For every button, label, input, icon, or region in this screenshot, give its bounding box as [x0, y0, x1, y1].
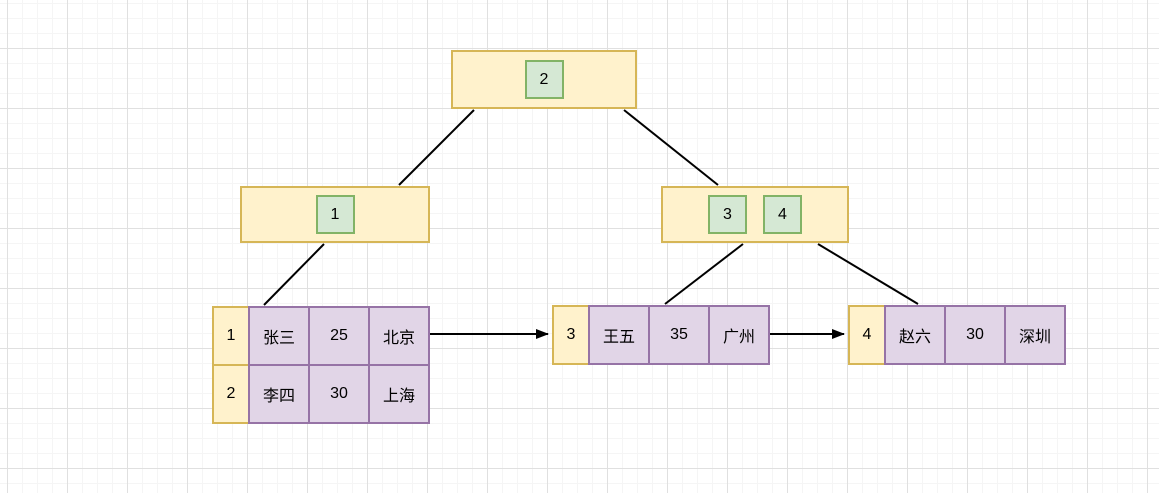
- leaf-cell-id[interactable]: 4: [848, 305, 886, 365]
- table-row: 2 李四 30 上海: [212, 364, 430, 424]
- key-label: 1: [330, 205, 340, 223]
- btree-internal-right-node[interactable]: 3 4: [661, 186, 849, 243]
- leaf-cell-age[interactable]: 30: [944, 305, 1006, 365]
- leaf-cell-city[interactable]: 北京: [368, 306, 430, 366]
- key-label: 3: [723, 205, 732, 223]
- key-box-right-1[interactable]: 3: [708, 195, 747, 234]
- leaf-cell-id[interactable]: 1: [212, 306, 250, 366]
- edge-root-to-right[interactable]: [623, 109, 719, 186]
- edge-right-to-leaf3[interactable]: [817, 243, 919, 305]
- edge-right-to-leaf2[interactable]: [664, 243, 744, 305]
- leaf-cell-name[interactable]: 李四: [248, 364, 310, 424]
- key-label: 4: [778, 205, 787, 223]
- leaf-cell-name[interactable]: 赵六: [884, 305, 946, 365]
- key-label: 2: [539, 70, 549, 88]
- leaf-cell-name[interactable]: 王五: [588, 305, 650, 365]
- leaf-cell-age[interactable]: 30: [308, 364, 370, 424]
- leaf-cell-id[interactable]: 2: [212, 364, 250, 424]
- table-row: 4 赵六 30 深圳: [848, 305, 1066, 365]
- leaf-cell-age[interactable]: 25: [308, 306, 370, 366]
- leaf-table-3[interactable]: 4 赵六 30 深圳: [848, 305, 1066, 365]
- leaf-cell-name[interactable]: 张三: [248, 306, 310, 366]
- leaf-cell-id[interactable]: 3: [552, 305, 590, 365]
- leaf-cell-city[interactable]: 深圳: [1004, 305, 1066, 365]
- leaf-table-2[interactable]: 3 王五 35 广州: [552, 305, 770, 365]
- leaf-table-1[interactable]: 1 张三 25 北京 2 李四 30 上海: [212, 306, 430, 424]
- table-row: 1 张三 25 北京: [212, 306, 430, 366]
- key-box-left[interactable]: 1: [315, 195, 355, 234]
- edge-left-to-leaf1[interactable]: [263, 243, 325, 306]
- btree-internal-left-node[interactable]: 1: [240, 186, 430, 243]
- btree-root-node[interactable]: 2: [451, 50, 637, 109]
- table-row: 3 王五 35 广州: [552, 305, 770, 365]
- edge-root-to-left[interactable]: [398, 109, 475, 186]
- leaf-cell-city[interactable]: 上海: [368, 364, 430, 424]
- leaf-cell-age[interactable]: 35: [648, 305, 710, 365]
- leaf-cell-city[interactable]: 广州: [708, 305, 770, 365]
- key-box-root[interactable]: 2: [524, 60, 564, 99]
- key-box-right-2[interactable]: 4: [763, 195, 802, 234]
